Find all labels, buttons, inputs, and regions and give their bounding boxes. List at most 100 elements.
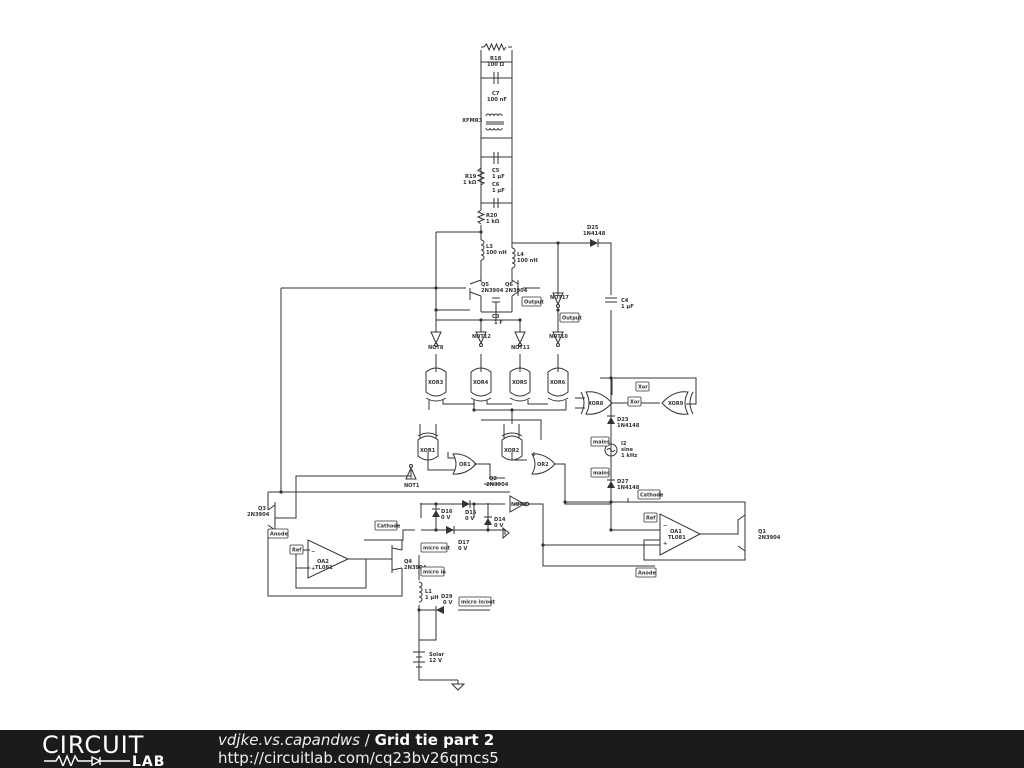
transformer-xfmr3[interactable]: XFMR3 xyxy=(462,113,504,131)
net-tag-xor-1[interactable]: Xor xyxy=(635,381,650,392)
author-link[interactable]: vdjke.vs.capandws xyxy=(218,731,360,749)
diode-d27[interactable]: D27 1N4148 xyxy=(607,479,640,491)
diode-d25[interactable]: D25 1N4148 xyxy=(583,225,606,247)
junction-dots xyxy=(279,230,613,612)
cathode-left-text: Cathode xyxy=(377,524,401,530)
capacitor-c3[interactable]: C3 1 F xyxy=(492,297,503,326)
resistor-r20[interactable]: R20 1 kΩ xyxy=(476,209,500,225)
diode-d16[interactable]: D16 0 V xyxy=(432,508,453,521)
project-title-line: vdjke.vs.capandws / Grid tie part 2 xyxy=(218,731,494,749)
not12-label: NOT12 xyxy=(472,334,491,340)
logo-bottom-text: LAB xyxy=(132,754,165,766)
capacitor-c5[interactable]: C5 1 µF xyxy=(492,152,505,180)
logo-top-text: CIRCUIT xyxy=(42,732,144,759)
d15-value: 0 V xyxy=(465,516,474,522)
l4-value: 100 nH xyxy=(517,258,538,264)
not-gate-not11[interactable]: NOT11 xyxy=(511,331,530,351)
or1-label: OR1 xyxy=(459,462,471,468)
diode-d23[interactable]: D23 1N4148 xyxy=(607,415,640,429)
anode-left-text: Anode xyxy=(270,532,288,538)
diode-d17[interactable]: D17 0 V xyxy=(446,526,470,552)
net-tag-mains-1[interactable]: mains xyxy=(590,436,610,447)
net-tag-ref-left[interactable]: Ref xyxy=(289,544,304,555)
resistor-r19[interactable]: R19 1 kΩ xyxy=(463,167,486,186)
d29-value: 0 V xyxy=(443,600,452,606)
not11-label: NOT11 xyxy=(511,345,530,351)
diode-d29[interactable]: D29 0 V xyxy=(435,594,453,614)
net-tag-anode-left[interactable]: Anode xyxy=(267,528,288,539)
net-tag-micro-out[interactable]: micro out xyxy=(420,542,451,553)
diode-d15[interactable]: D15 0 V xyxy=(462,500,477,522)
l1-name: L1 xyxy=(425,589,432,595)
net-tag-micro-in-out[interactable]: micro in/out xyxy=(458,596,496,607)
r18-name: R18 xyxy=(490,56,502,62)
inductor-l4[interactable]: L4 100 nH xyxy=(511,247,538,269)
not8-label: NOT8 xyxy=(428,345,444,351)
transistor-q1[interactable]: Q1 2N3904 xyxy=(744,512,781,554)
or-gate-or2[interactable]: OR2 xyxy=(531,453,556,475)
xor-gate-xor3[interactable]: XOR3 xyxy=(425,367,447,402)
transistor-q4[interactable]: Q4 2N3904 xyxy=(391,545,427,573)
transistor-q6[interactable]: Q6 2N3904 xyxy=(505,280,528,296)
xor1-label: XOR1 xyxy=(420,448,436,454)
net-tag-mains-2[interactable]: mains xyxy=(590,467,610,478)
opamp-oa1[interactable]: − + OA1 TL081 xyxy=(659,513,702,556)
net-tag-cathode-left[interactable]: Cathode xyxy=(374,520,401,531)
l4-name: L4 xyxy=(517,252,524,258)
c4-name: C4 xyxy=(621,298,629,304)
capacitor-c7[interactable]: C7 100 nF xyxy=(487,72,507,103)
not-gate-not10[interactable]: NOT10 xyxy=(549,331,568,347)
net-tag-anode-right[interactable]: Anode xyxy=(635,567,656,578)
not-gate-not12[interactable]: NOT12 xyxy=(472,331,491,347)
opamp-oa2[interactable]: − + OA2 TL081 xyxy=(307,539,350,579)
not-gate-not17[interactable]: NOT17 xyxy=(550,292,569,308)
xor-gate-xor1[interactable]: XOR1 xyxy=(417,432,439,461)
project-url[interactable]: http://circuitlab.com/cq23bv26qmcs5 xyxy=(218,749,499,767)
not-gate-not8[interactable]: NOT8 xyxy=(428,331,444,351)
project-title[interactable]: Grid tie part 2 xyxy=(374,731,495,749)
diode-d14[interactable]: D14 0 V xyxy=(484,516,506,529)
transistor-q2[interactable]: Q2 2N3904 xyxy=(484,476,509,488)
footer-bar: CIRCUIT LAB vdjke.vs.capandws / Grid tie… xyxy=(0,730,1024,768)
transistor-q3[interactable]: Q3 2N3904 xyxy=(247,502,276,533)
battery-solar[interactable]: Solar 12 V xyxy=(413,651,445,668)
xor3-label: XOR3 xyxy=(428,380,444,386)
xor-tag-2-text: Xor xyxy=(630,400,640,406)
c7-name: C7 xyxy=(492,91,500,97)
not-gate-not1[interactable]: NOT1 xyxy=(404,464,420,490)
net-tag-micro-in[interactable]: micro in xyxy=(420,566,446,577)
d16-name: D16 xyxy=(441,509,453,515)
not-gate-not2[interactable]: NOT2 xyxy=(509,495,530,513)
svg-text:−: − xyxy=(663,523,667,529)
capacitor-c6[interactable]: C6 1 µF xyxy=(492,182,505,208)
q3-value: 2N3904 xyxy=(247,512,270,518)
or-gate-or1[interactable]: OR1 xyxy=(452,453,477,475)
d14-value: 0 V xyxy=(494,523,503,529)
schematic-canvas[interactable]: R18 100 Ω C7 100 nF XFMR3 C5 1 µF C6 1 µ… xyxy=(0,0,1024,730)
d17-name: D17 xyxy=(458,540,470,546)
oa2-name: OA2 xyxy=(317,559,329,565)
xor-gate-xor5[interactable]: XOR5 xyxy=(509,367,531,402)
xor-tag-1-text: Xor xyxy=(638,385,648,391)
sine-source-i2[interactable]: I2 sine 1 kHz xyxy=(604,441,637,459)
transistor-q5[interactable]: Q5 2N3904 xyxy=(481,282,504,294)
net-tag-xor-2[interactable]: Xor xyxy=(627,396,642,407)
xor-gate-xor6[interactable]: XOR6 xyxy=(547,367,569,402)
net-tag-cathode-right[interactable]: Cathode xyxy=(637,489,664,500)
micro-in-text: micro in xyxy=(423,570,446,576)
resistor-r18[interactable]: R18 100 Ω xyxy=(481,42,512,68)
micro-out-text: micro out xyxy=(423,546,451,552)
l3-value: 100 nH xyxy=(486,250,507,256)
net-tag-output-1[interactable]: Output xyxy=(521,296,544,307)
xor-gate-xor8[interactable]: XOR8 xyxy=(580,391,613,415)
circuitlab-logo[interactable]: CIRCUIT LAB xyxy=(42,732,182,766)
c7-value: 100 nF xyxy=(487,97,507,103)
net-tag-ref-right[interactable]: Ref xyxy=(643,512,658,523)
xor-gate-xor2[interactable]: XOR2 xyxy=(501,432,523,461)
xor-gate-xor9[interactable]: XOR9 xyxy=(661,391,694,415)
xor-gate-xor4[interactable]: XOR4 xyxy=(470,367,492,402)
inductor-l1[interactable]: L1 1 µH xyxy=(418,581,439,603)
inductor-l3[interactable]: L3 100 nH xyxy=(480,239,507,261)
net-tag-output-2[interactable]: Output xyxy=(559,312,582,323)
capacitor-c4[interactable]: C4 1 µF xyxy=(605,297,634,310)
